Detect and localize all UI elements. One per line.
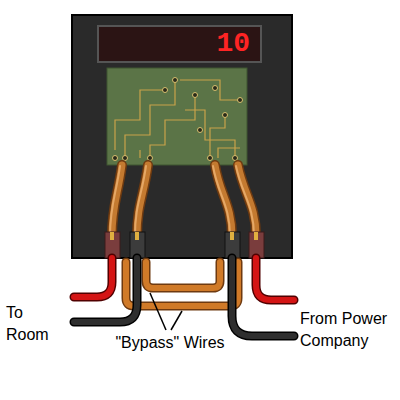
red-wire xyxy=(256,258,294,300)
leader-lines xyxy=(150,293,182,330)
trace xyxy=(180,80,240,100)
pad xyxy=(233,156,238,161)
bypass-wire xyxy=(126,262,238,306)
circuit-board xyxy=(107,68,247,165)
callout-label: "Bypass" Wires xyxy=(100,332,240,354)
internal-cables xyxy=(110,165,256,236)
wire-tip xyxy=(230,232,234,240)
trace xyxy=(139,150,140,158)
board-traces xyxy=(115,80,240,158)
wire-tip xyxy=(110,232,114,240)
trace xyxy=(115,90,165,150)
external-wires xyxy=(74,258,294,336)
bypass-wire xyxy=(146,262,220,288)
pad xyxy=(148,156,153,161)
pad xyxy=(223,113,228,118)
bypass-wire xyxy=(146,262,220,288)
pad xyxy=(198,128,203,133)
pad xyxy=(113,156,118,161)
wire-label: To Room xyxy=(6,302,70,346)
pad xyxy=(213,86,218,91)
wire-label: From Power Company xyxy=(300,308,396,352)
leader-line xyxy=(150,293,166,330)
trace xyxy=(150,95,195,158)
trace xyxy=(185,110,235,158)
terminal-tips xyxy=(110,232,258,240)
black-wire xyxy=(232,258,294,336)
pad xyxy=(123,156,128,161)
pad xyxy=(173,78,178,83)
meter-display: 10 xyxy=(97,25,262,63)
cable-highlight xyxy=(236,166,254,236)
pad xyxy=(163,88,168,93)
pad xyxy=(238,98,243,103)
red-wire xyxy=(256,258,294,300)
cable-highlight xyxy=(135,166,146,236)
cable-highlight xyxy=(110,166,120,236)
display-reading: 10 xyxy=(216,29,250,59)
bypass-wires xyxy=(126,262,238,306)
leader-line xyxy=(171,311,182,330)
meter-housing xyxy=(72,15,292,258)
wire-tip xyxy=(135,232,139,240)
bypass-wire xyxy=(126,262,238,306)
board-pads xyxy=(113,78,243,161)
black-wire xyxy=(74,258,137,322)
pad xyxy=(193,93,198,98)
black-wire xyxy=(74,258,137,322)
red-wire xyxy=(74,258,112,297)
pad xyxy=(208,156,213,161)
cable-highlight xyxy=(213,166,230,236)
wire-tip xyxy=(254,232,258,240)
red-wire xyxy=(74,258,112,297)
black-wire xyxy=(232,258,294,336)
